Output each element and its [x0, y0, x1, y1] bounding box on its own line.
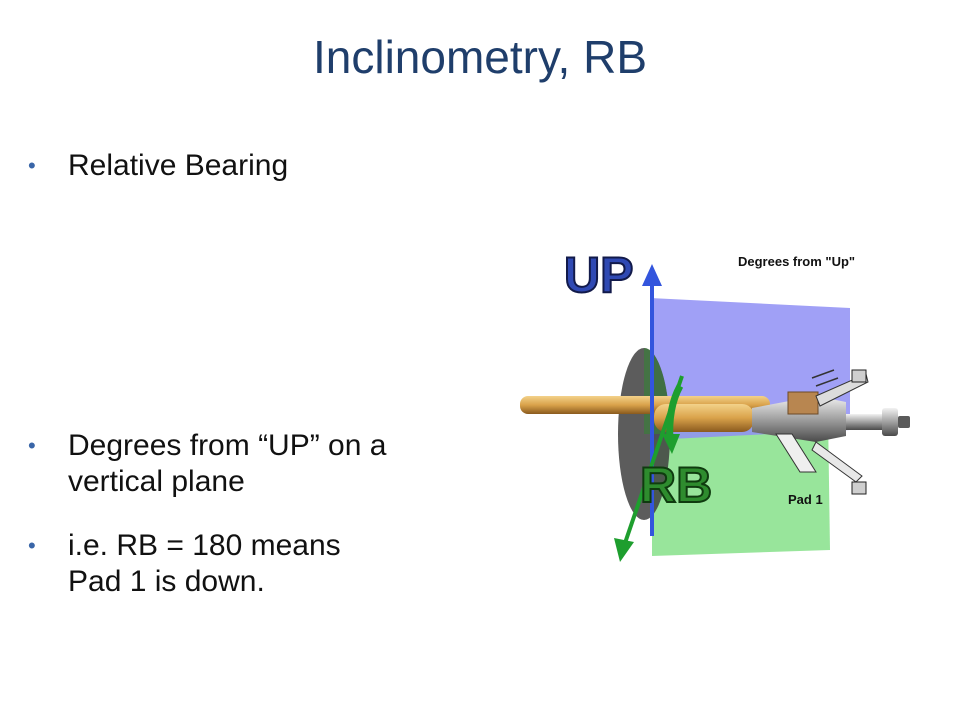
up-axis-arrowhead [642, 264, 662, 286]
bullet-degrees-from-up: • Degrees from “UP” on a vertical plane [28, 428, 508, 504]
relative-bearing-diagram: UP RB Degrees from "Up" Pad 1 [516, 236, 916, 576]
diagram-svg: UP RB Degrees from "Up" Pad 1 [520, 246, 910, 562]
rb-rotation-arrowhead [662, 434, 680, 454]
bullet-text: Relative Bearing [68, 149, 289, 182]
pad-assembly [752, 369, 910, 495]
bullet-text: i.e. RB = 180 means Pad 1 is down. [68, 529, 341, 598]
bullet-text: Degrees from “UP” on a vertical plane [68, 429, 387, 498]
rb-axis-arrowhead [614, 538, 634, 562]
degrees-from-up-label: Degrees from "Up" [738, 254, 855, 269]
bullet-marker: • [28, 433, 36, 458]
slide-title: Inclinometry, RB [312, 31, 648, 83]
bullet-rb-180-example: • i.e. RB = 180 means Pad 1 is down. [28, 528, 508, 604]
bullet-marker: • [28, 533, 36, 558]
rb-label: RB [640, 457, 712, 513]
pad-1-label: Pad 1 [788, 492, 823, 507]
up-label: UP [564, 247, 633, 303]
tool-collar [654, 404, 754, 432]
bullet-marker: • [28, 153, 36, 178]
bullet-relative-bearing: • Relative Bearing [28, 148, 928, 188]
